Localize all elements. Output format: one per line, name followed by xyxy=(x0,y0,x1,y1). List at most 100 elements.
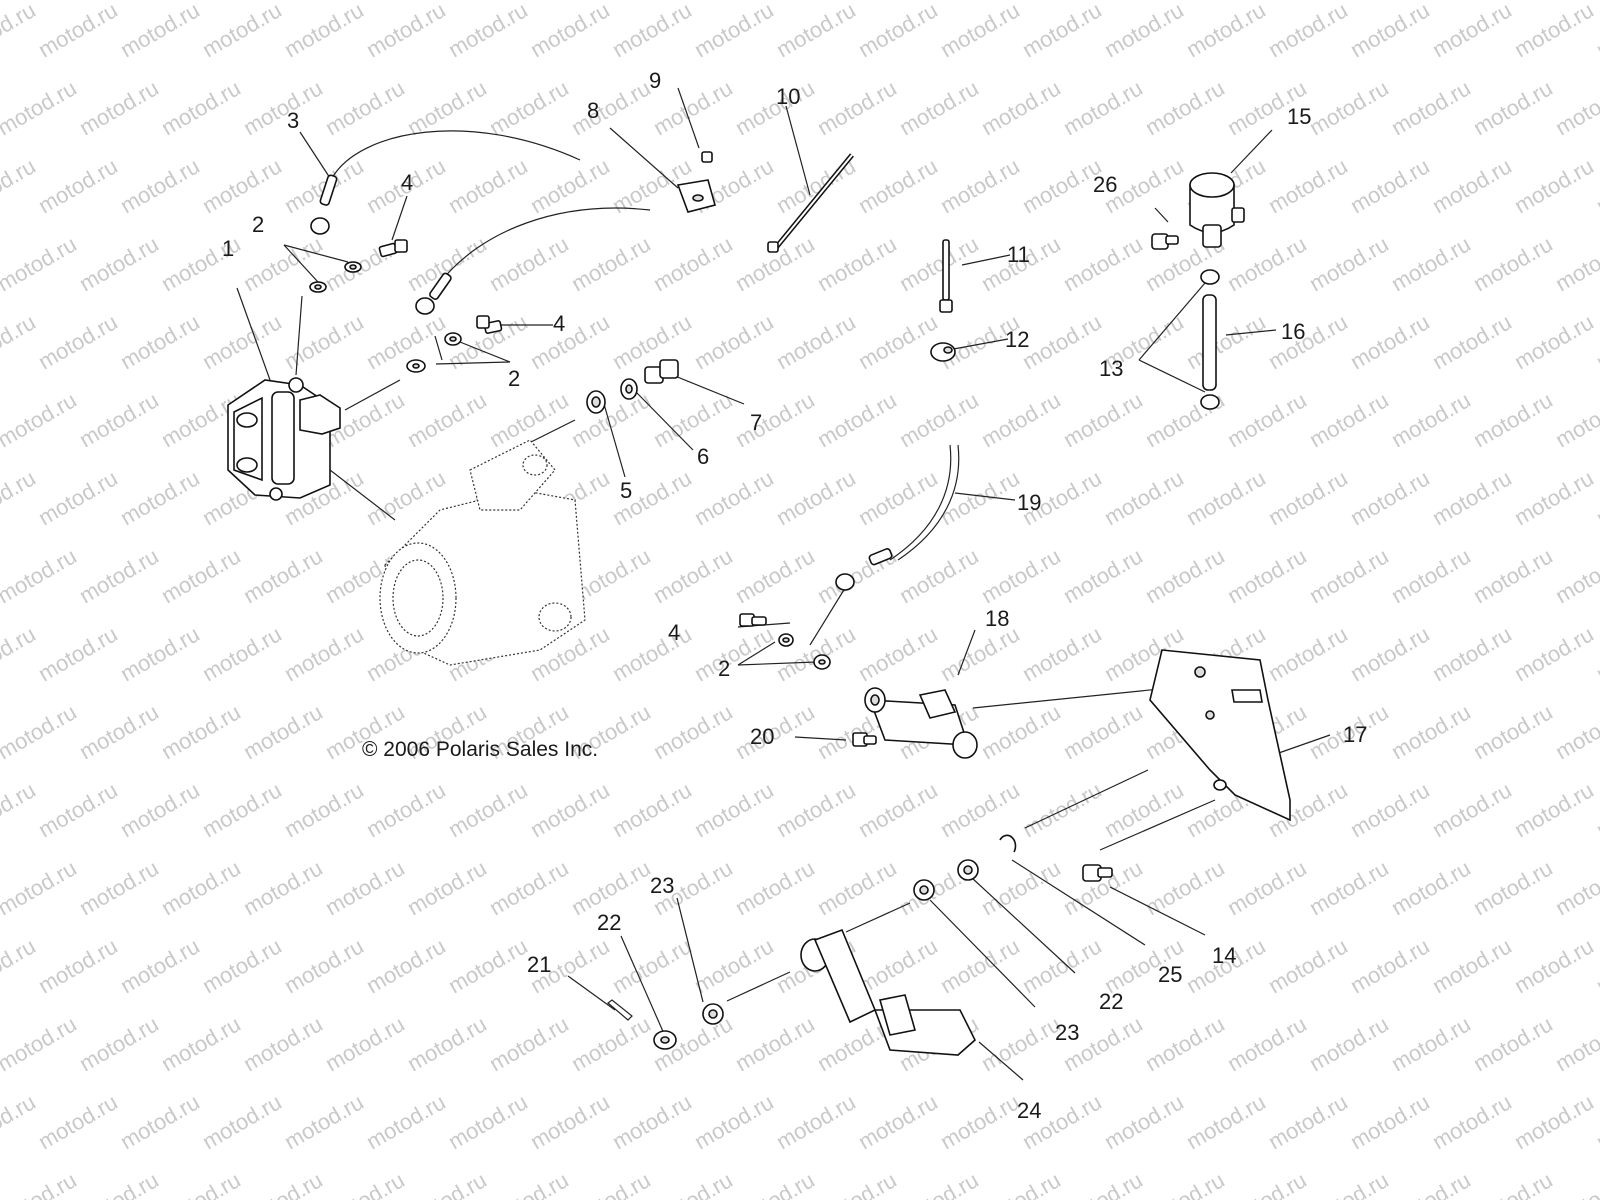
watermark-text: motod.ru xyxy=(362,0,450,62)
watermark-text: motod.ru xyxy=(772,309,860,374)
callout-number: 1 xyxy=(222,236,234,261)
watermark-text: motod.ru xyxy=(1469,1011,1557,1076)
watermark-text: motod.ru xyxy=(0,621,40,686)
watermark-text: motod.ru xyxy=(1551,387,1600,452)
callout-number: 23 xyxy=(1055,1020,1079,1045)
watermark-text: motod.ru xyxy=(321,75,409,140)
watermark-text: motod.ru xyxy=(649,231,737,296)
hose-clip-part xyxy=(676,179,716,213)
watermark-text: motod.ru xyxy=(34,309,122,374)
callout-number: 19 xyxy=(1017,490,1041,515)
watermark-text: motod.ru xyxy=(0,1011,81,1076)
watermark-text: motod.ru xyxy=(1059,855,1147,920)
watermark-text: motod.ru xyxy=(608,1089,696,1154)
watermark-text: motod.ru xyxy=(1387,387,1475,452)
watermark-text: motod.ru xyxy=(813,1167,901,1200)
watermark-text: motod.ru xyxy=(198,309,286,374)
watermark-text: motod.ru xyxy=(116,777,204,842)
watermark-text: motod.ru xyxy=(280,933,368,998)
watermark-text: motod.ru xyxy=(1469,855,1557,920)
watermark-text: motod.ru xyxy=(1182,1089,1270,1154)
watermark-text: motod.ru xyxy=(813,855,901,920)
watermark-text: motod.ru xyxy=(1305,1167,1393,1200)
clamp-lower-part xyxy=(1200,394,1220,410)
vent-hose-part xyxy=(1202,294,1217,391)
watermark-text: motod.ru xyxy=(239,543,327,608)
watermark-text: motod.ru xyxy=(813,75,901,140)
watermark-text: motod.ru xyxy=(75,387,163,452)
watermark-text: motod.ru xyxy=(977,387,1065,452)
watermark-text: motod.ru xyxy=(772,1089,860,1154)
watermark-text: motod.ru xyxy=(1059,387,1147,452)
watermark-text: motod.ru xyxy=(1346,465,1434,530)
watermark-text: motod.ru xyxy=(1264,621,1352,686)
watermark-text: motod.ru xyxy=(1182,309,1270,374)
watermark-text: motod.ru xyxy=(690,1089,778,1154)
watermark-text: motod.ru xyxy=(75,1011,163,1076)
watermark-text: motod.ru xyxy=(1264,1089,1352,1154)
watermark-text: motod.ru xyxy=(1100,465,1188,530)
watermark-text: motod.ru xyxy=(1305,75,1393,140)
watermark-text: motod.ru xyxy=(1018,621,1106,686)
watermark-text: motod.ru xyxy=(403,231,491,296)
callout-number: 26 xyxy=(1093,172,1117,197)
cable-tie-part xyxy=(767,153,854,253)
hose-end-lower-part xyxy=(415,272,452,315)
watermark-text: motod.ru xyxy=(1387,1011,1475,1076)
watermark-text: motod.ru xyxy=(608,777,696,842)
watermark-text: motod.ru xyxy=(362,1089,450,1154)
watermark-text: motod.ru xyxy=(1387,231,1475,296)
watermark-text: motod.ru xyxy=(485,231,573,296)
watermark-text: motod.ru xyxy=(1592,621,1600,686)
watermark-text: motod.ru xyxy=(157,75,245,140)
watermark-text: motod.ru xyxy=(34,1089,122,1154)
watermark-text: motod.ru xyxy=(157,1011,245,1076)
callout-number: 8 xyxy=(587,98,599,123)
watermark-text: motod.ru xyxy=(1223,855,1311,920)
watermark-text: motod.ru xyxy=(1592,153,1600,218)
watermark-text: motod.ru xyxy=(116,309,204,374)
copyright-text: © 2006 Polaris Sales Inc. xyxy=(362,738,598,761)
watermark-text: motod.ru xyxy=(0,777,40,842)
watermark-text: motod.ru xyxy=(1346,153,1434,218)
watermark-text: motod.ru xyxy=(977,75,1065,140)
watermark-text: motod.ru xyxy=(936,0,1024,62)
watermark-text: motod.ru xyxy=(1223,543,1311,608)
watermark-text: motod.ru xyxy=(854,309,942,374)
watermark-text: motod.ru xyxy=(1592,0,1600,62)
watermark-text: motod.ru xyxy=(1100,0,1188,62)
watermark-text: motod.ru xyxy=(157,543,245,608)
watermark-text: motod.ru xyxy=(0,543,81,608)
watermark-text: motod.ru xyxy=(895,387,983,452)
watermark-text: motod.ru xyxy=(1346,621,1434,686)
callout-number: 16 xyxy=(1281,319,1305,344)
watermark-text: motod.ru xyxy=(1346,309,1434,374)
watermark-text: motod.ru xyxy=(239,699,327,764)
watermark-text: motod.ru xyxy=(1428,465,1516,530)
retaining-clip-part xyxy=(999,834,1017,853)
watermark-text: motod.ru xyxy=(1223,1011,1311,1076)
watermark-text: motod.ru xyxy=(608,309,696,374)
watermark-text: motod.ru xyxy=(936,777,1024,842)
watermark-text: motod.ru xyxy=(1264,933,1352,998)
callout-numbers: 1222344456789101112131415161718192021222… xyxy=(222,68,1367,1123)
watermark-text: motod.ru xyxy=(362,933,450,998)
watermark-text: motod.ru xyxy=(772,0,860,62)
watermark-text: motod.ru xyxy=(157,1167,245,1200)
watermark-text: motod.ru xyxy=(1551,231,1600,296)
watermark-text: motod.ru xyxy=(1223,387,1311,452)
callout-number: 22 xyxy=(1099,989,1123,1014)
watermark-text: motod.ru xyxy=(1428,1089,1516,1154)
callout-number: 5 xyxy=(620,478,632,503)
watermark-text: motod.ru xyxy=(1018,309,1106,374)
watermark-text: motod.ru xyxy=(567,1011,655,1076)
watermark-text: motod.ru xyxy=(34,621,122,686)
watermark-text: motod.ru xyxy=(0,387,81,452)
watermark-text: motod.ru xyxy=(854,465,942,530)
watermark-text: motod.ru xyxy=(1551,1011,1600,1076)
callout-number: 21 xyxy=(527,952,551,977)
watermark-text: motod.ru xyxy=(772,621,860,686)
brake-caliper-part xyxy=(227,377,341,501)
watermark-text: motod.ru xyxy=(1182,0,1270,62)
